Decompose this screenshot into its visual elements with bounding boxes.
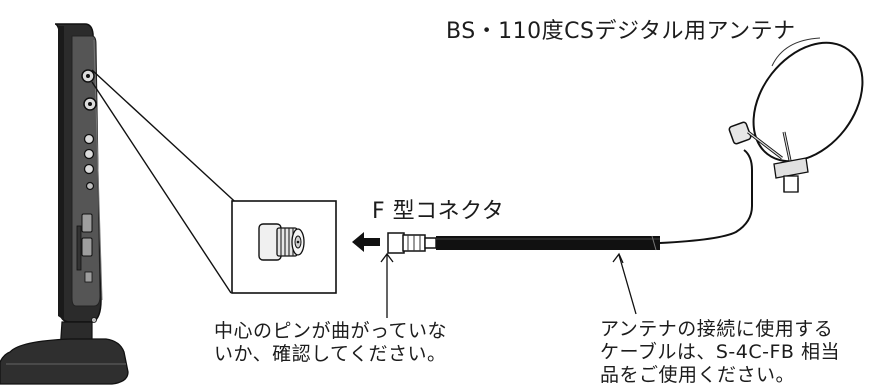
tv-side-view-icon bbox=[0, 23, 129, 385]
cable-spec-note-line: アンテナの接続に使用する bbox=[600, 318, 834, 340]
pin-note-pointer bbox=[380, 252, 394, 318]
connector-closeup-box bbox=[231, 200, 337, 294]
cable-note-pointer bbox=[612, 252, 637, 315]
tv-terminal-panel bbox=[76, 69, 97, 323]
satellite-dish-icon bbox=[728, 37, 864, 193]
dish-reflector bbox=[752, 41, 864, 163]
coaxial-cable bbox=[436, 149, 753, 251]
magnify-lines bbox=[91, 69, 245, 294]
cable-spec-note-line: 品をご使用ください。 bbox=[600, 364, 796, 386]
pin-check-note-line: 中心のピンが曲がっていな bbox=[214, 320, 448, 342]
f-connector-plug-icon bbox=[387, 232, 437, 254]
f-connector-socket-icon bbox=[258, 223, 305, 261]
antenna-label: BS・110度CSデジタル用アンテナ bbox=[446, 19, 796, 44]
pin-check-note: 中心のピンが曲がっていな いか、確認してください。 bbox=[214, 320, 447, 366]
cable-spec-note-line: ケーブルは、S-4C-FB 相当 bbox=[600, 341, 840, 363]
left-arrow-icon bbox=[352, 232, 380, 252]
pin-check-note-line: いか、確認してください。 bbox=[214, 343, 447, 365]
cable-spec-note: アンテナの接続に使用する ケーブルは、S-4C-FB 相当 品をご使用ください。 bbox=[600, 318, 840, 387]
connector-label: F 型コネクタ bbox=[372, 199, 505, 224]
